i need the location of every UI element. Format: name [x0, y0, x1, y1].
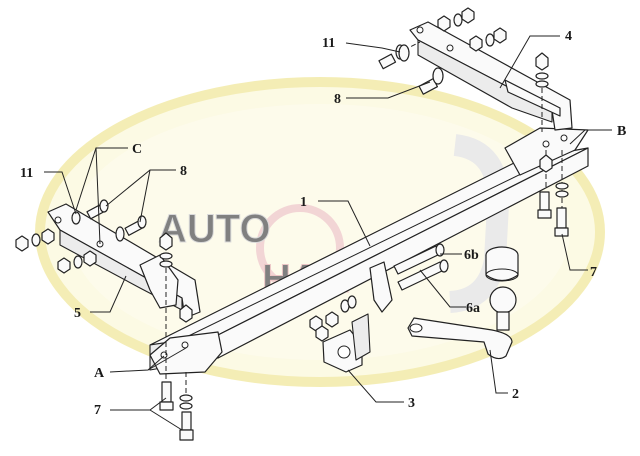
- washer-icon: [347, 295, 357, 309]
- nut-icon: [461, 7, 475, 24]
- bolt-icon: [418, 67, 444, 95]
- washer-icon: [555, 182, 569, 190]
- washer-icon: [179, 402, 193, 410]
- callout-11-left: 11: [20, 166, 33, 181]
- washer-icon: [179, 394, 193, 402]
- bolt-icon: [179, 411, 194, 441]
- washer-icon: [159, 260, 173, 268]
- callout-A: A: [94, 366, 105, 381]
- callout-8-left: 8: [180, 164, 187, 179]
- socket-plate-part-3: [309, 295, 371, 373]
- tow-ball-part-2: [407, 246, 519, 360]
- washer-icon: [453, 13, 463, 27]
- washer-icon: [73, 255, 83, 269]
- callout-1: 1: [300, 195, 307, 210]
- washer-icon: [159, 252, 173, 260]
- washer-icon: [115, 226, 125, 242]
- nut-icon: [325, 311, 339, 328]
- callout-4: 4: [565, 29, 572, 44]
- bolt-icon: [159, 381, 174, 411]
- bolt-icon: [86, 199, 109, 220]
- nut-icon: [15, 235, 29, 252]
- nut-icon: [159, 232, 173, 251]
- callout-5: 5: [74, 306, 81, 321]
- callout-6a: 6a: [466, 301, 480, 316]
- fastener-row-top-right: [437, 7, 549, 132]
- beam-end-bracket-left: [149, 331, 223, 375]
- bolt-icon: [554, 207, 569, 237]
- bolt-group-bottom-left: [159, 342, 194, 441]
- bolt-icon: [537, 191, 552, 219]
- bolt-icon: [124, 215, 147, 236]
- bolt-icon: [397, 259, 449, 291]
- nut-icon: [83, 250, 97, 267]
- callout-B: B: [617, 124, 626, 139]
- nut-icon: [493, 27, 507, 44]
- socket-plate-icon: [322, 313, 371, 373]
- nut-icon: [469, 35, 483, 52]
- watermark-text-top: AUTO: [158, 207, 271, 251]
- nut-icon: [539, 154, 553, 173]
- callout-6b: 6b: [464, 248, 479, 263]
- washer-icon: [398, 44, 410, 62]
- callout-3: 3: [408, 396, 415, 411]
- washer-icon: [535, 80, 549, 88]
- callout-7-left: 7: [94, 403, 101, 418]
- ball-cover-icon: [485, 246, 519, 282]
- callout-11-top: 11: [322, 36, 335, 51]
- washer-icon: [71, 211, 81, 225]
- callout-7-right: 7: [590, 265, 597, 280]
- washer-icon: [31, 233, 41, 247]
- nut-icon: [535, 52, 549, 71]
- washer-icon: [535, 72, 549, 80]
- nut-icon: [437, 15, 451, 32]
- fastener-row-left: [15, 199, 147, 274]
- callout-labels: 11 8 4 B 1 6b 6a 7 2 3 A 7 5 11 C 8: [20, 29, 626, 418]
- callout-2: 2: [512, 387, 519, 402]
- leader-lines: [44, 35, 612, 431]
- side-bracket-part-5: [47, 203, 201, 340]
- tow-ball-icon: [407, 286, 517, 360]
- washer-icon: [485, 33, 495, 47]
- nut-icon: [41, 228, 55, 245]
- nut-icon: [179, 304, 193, 323]
- nut-icon: [315, 325, 329, 342]
- bolt-group-bottom-right: [537, 150, 569, 237]
- nut-icon: [57, 257, 71, 274]
- side-bracket-part-4: [409, 21, 573, 131]
- callout-C: C: [132, 142, 142, 157]
- bolt-group-top: [378, 41, 444, 95]
- washer-icon: [555, 190, 569, 198]
- callout-8-top: 8: [334, 92, 341, 107]
